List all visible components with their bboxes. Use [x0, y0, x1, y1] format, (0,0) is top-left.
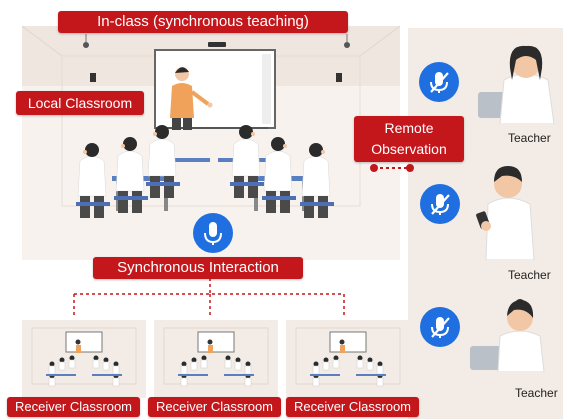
distribution-connector	[70, 278, 350, 318]
remote-connector	[366, 160, 418, 176]
receiver-classroom-scene	[286, 320, 410, 398]
receiver-classroom-scene	[154, 320, 278, 398]
receiver-classroom-scene	[22, 320, 146, 398]
muted-microphone-icon[interactable]	[419, 62, 459, 102]
teacher-label: Teacher	[508, 268, 551, 282]
teacher-figure	[474, 162, 559, 260]
microphone-icon[interactable]	[193, 213, 233, 253]
receiver-classroom-label: Receiver Classroom	[148, 397, 281, 417]
remote-observation-line2: Observation	[371, 141, 447, 157]
remote-observation-line1: Remote	[384, 120, 434, 136]
local-classroom-scene	[22, 26, 400, 260]
synchronous-interaction-label: Synchronous Interaction	[93, 257, 303, 279]
teacher-figure	[470, 296, 555, 372]
local-classroom-label: Local Classroom	[16, 91, 144, 115]
muted-microphone-icon[interactable]	[420, 307, 460, 347]
receiver-classroom-label: Receiver Classroom	[286, 397, 419, 417]
receiver-classroom-label: Receiver Classroom	[7, 397, 140, 417]
teacher-label: Teacher	[508, 131, 551, 145]
muted-microphone-icon[interactable]	[420, 184, 460, 224]
teacher-figure	[478, 40, 563, 124]
teacher-label: Teacher	[515, 386, 558, 400]
in-class-title: In-class (synchronous teaching)	[58, 11, 348, 33]
remote-observation-label: Remote Observation	[354, 116, 464, 162]
